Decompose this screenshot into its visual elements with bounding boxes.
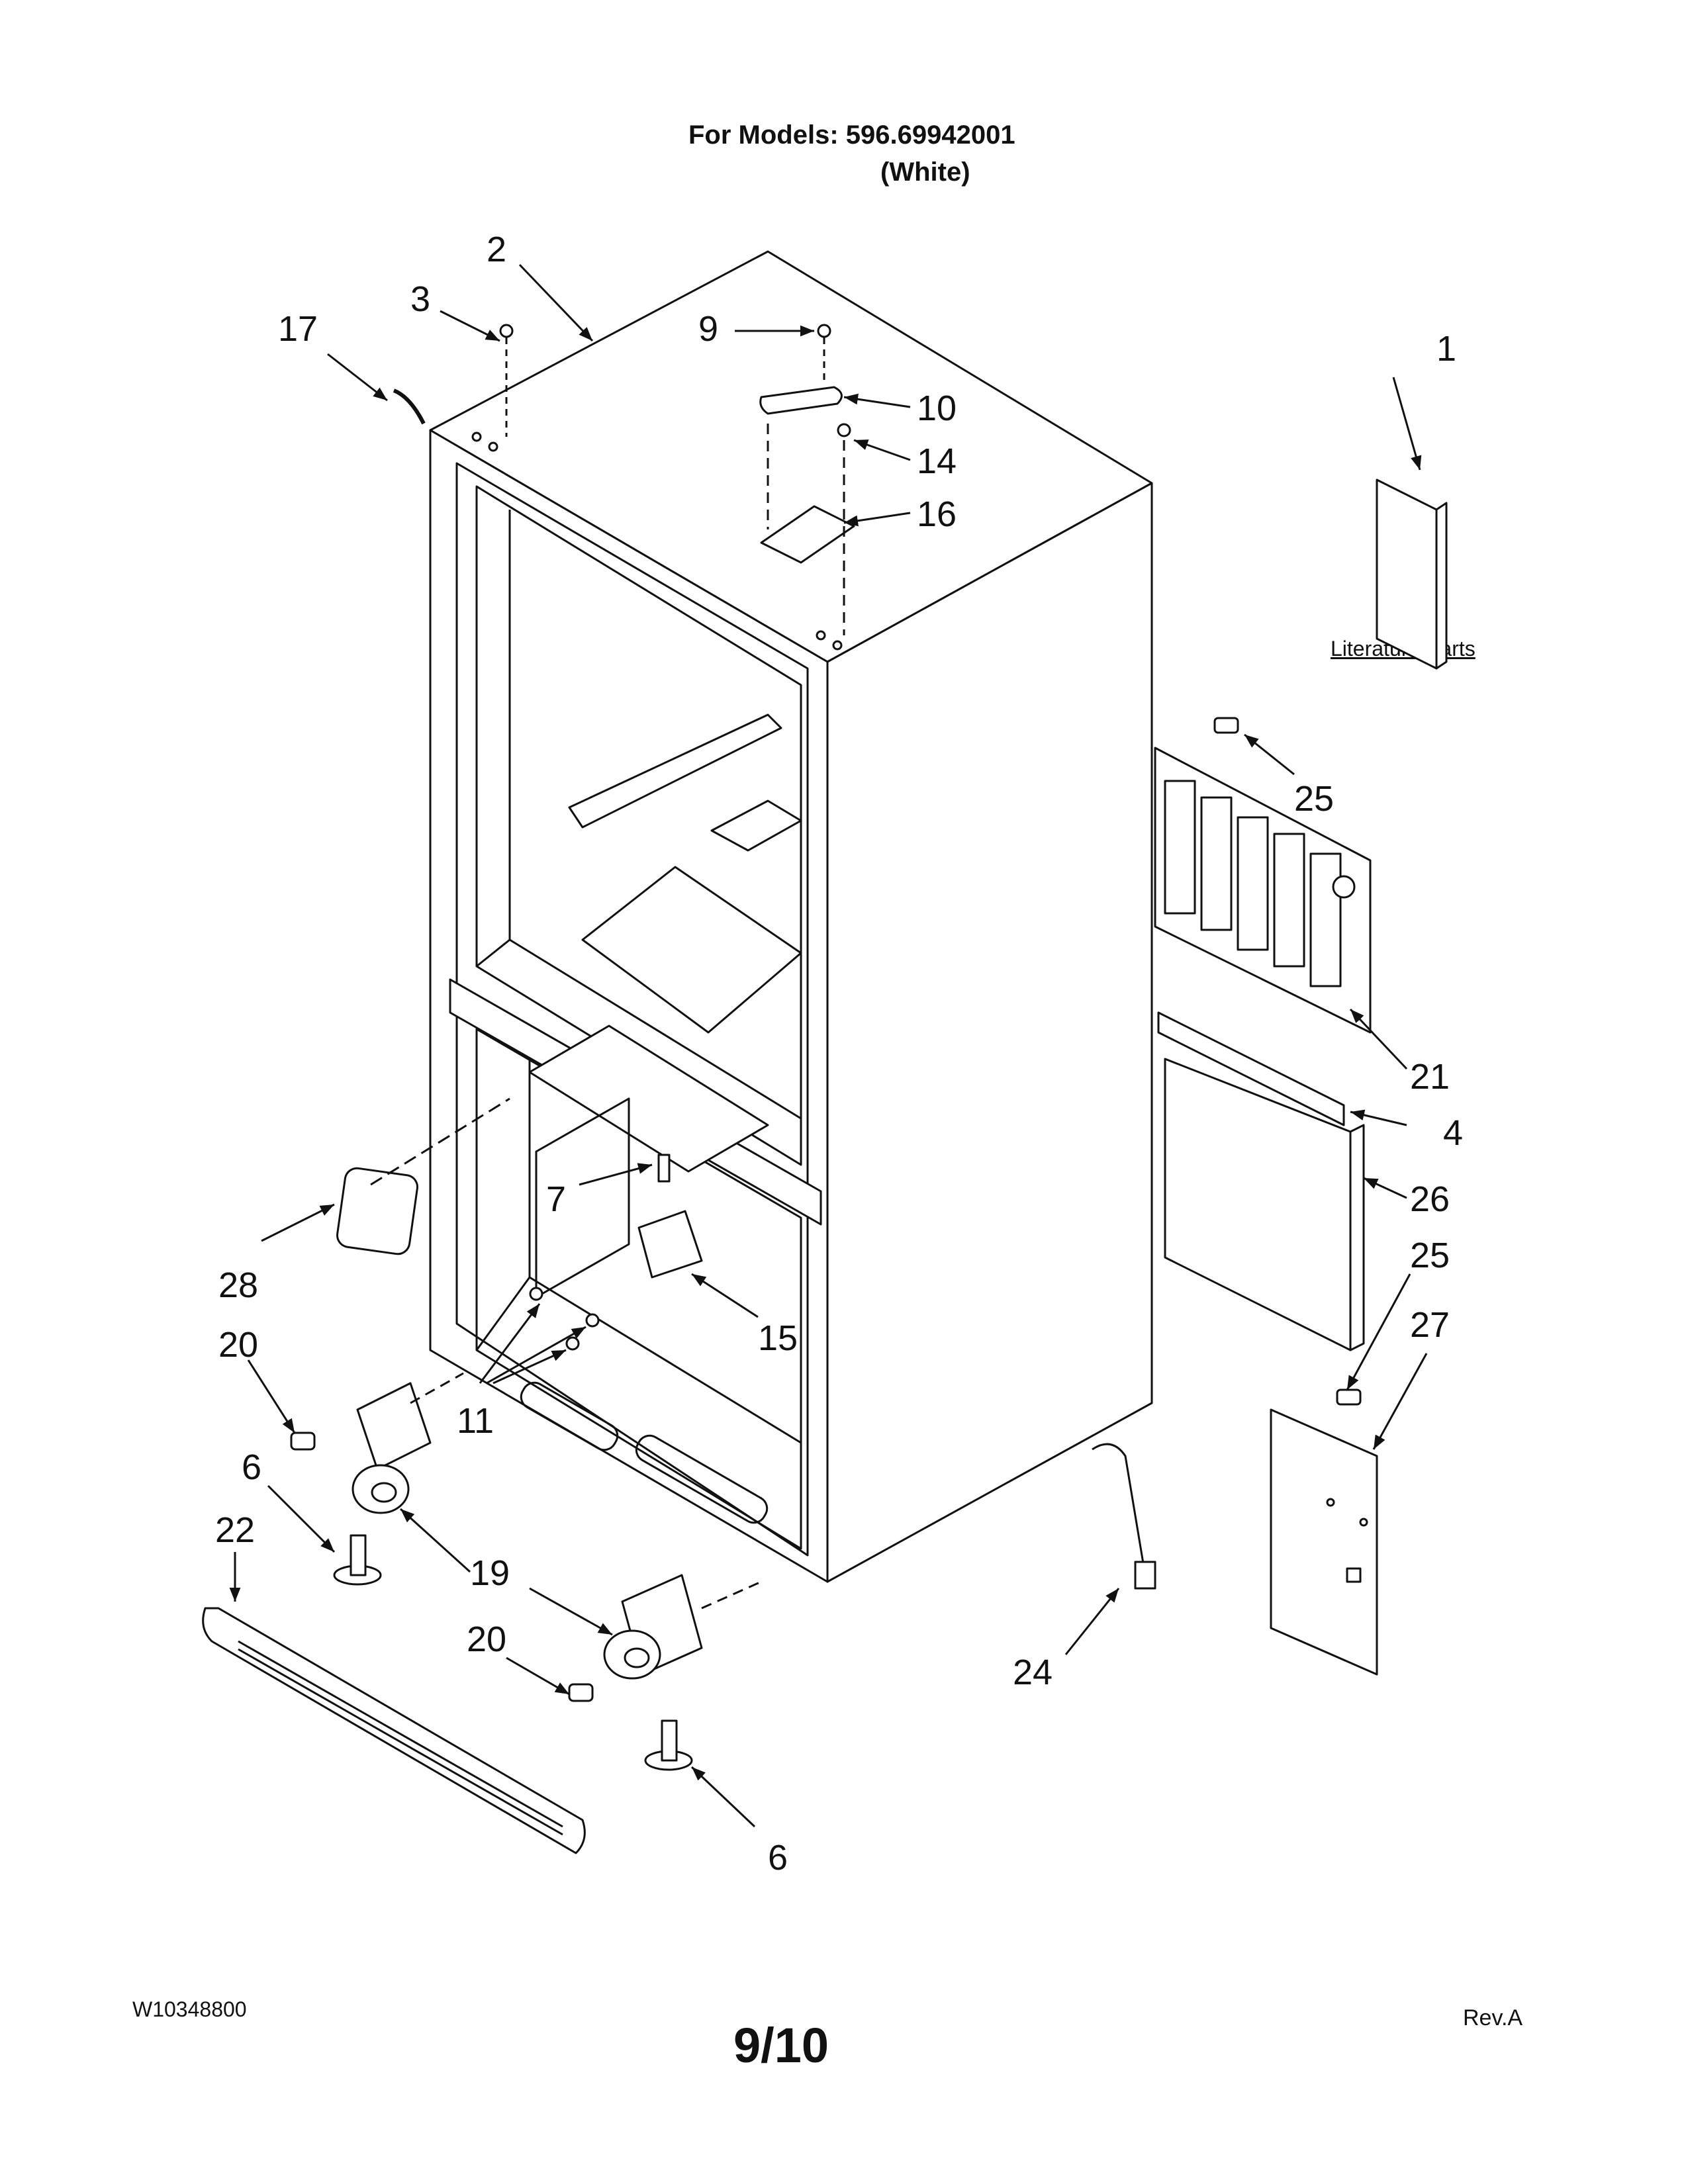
callout-10: 10 <box>917 388 957 428</box>
literature-booklet <box>1376 478 1448 670</box>
callout-7: 7 <box>546 1179 566 1219</box>
callout-27: 27 <box>1410 1305 1450 1345</box>
insulation-panel <box>1164 1058 1365 1351</box>
callout-26: 26 <box>1410 1179 1450 1219</box>
callout-6-top: 6 <box>242 1447 261 1487</box>
screw-right <box>568 1683 594 1702</box>
page-number: 9/10 <box>733 2018 829 2073</box>
callout-22: 22 <box>215 1510 255 1550</box>
foam-strip <box>393 388 426 425</box>
color-line: (White) <box>880 158 970 187</box>
callout-20-left: 20 <box>218 1325 258 1365</box>
callout-15: 15 <box>758 1318 798 1358</box>
toe-grille <box>202 1607 586 1854</box>
callout-25-top: 25 <box>1294 779 1334 819</box>
callout-21: 21 <box>1410 1057 1450 1097</box>
callout-2: 2 <box>487 230 506 269</box>
revision-label: Rev.A <box>1463 2005 1523 2030</box>
callout-20-right: 20 <box>467 1619 506 1659</box>
callout-19: 19 <box>470 1553 510 1593</box>
callout-24: 24 <box>1013 1653 1053 1692</box>
document-number: W10348800 <box>132 1997 247 2021</box>
models-line: For Models: 596.69942001 <box>688 120 1015 150</box>
leveling-foot-right <box>644 1719 693 1771</box>
refrigerator-cabinet <box>429 250 1153 1583</box>
access-cover-panel <box>1154 747 1372 1034</box>
callout-4: 4 <box>1443 1113 1463 1153</box>
screw-left <box>290 1432 316 1451</box>
leveling-foot-left <box>333 1534 382 1586</box>
callout-11: 11 <box>457 1401 494 1441</box>
rear-cover-plate <box>1270 1408 1378 1676</box>
control-module <box>336 1097 510 1255</box>
callout-9: 9 <box>698 309 718 349</box>
rear-roller-right <box>603 1574 762 1680</box>
callout-3: 3 <box>410 279 430 319</box>
callout-16: 16 <box>917 494 957 534</box>
callout-17: 17 <box>278 309 318 349</box>
callout-6-bottom: 6 <box>768 1838 788 1878</box>
power-cord-part <box>1092 1443 1156 1590</box>
rear-roller-left <box>352 1372 464 1514</box>
callout-25-bottom: 25 <box>1410 1236 1450 1275</box>
callout-1: 1 <box>1436 329 1456 369</box>
callout-14: 14 <box>917 441 957 481</box>
callout-28: 28 <box>218 1265 258 1305</box>
seal-strip <box>1157 1011 1345 1126</box>
